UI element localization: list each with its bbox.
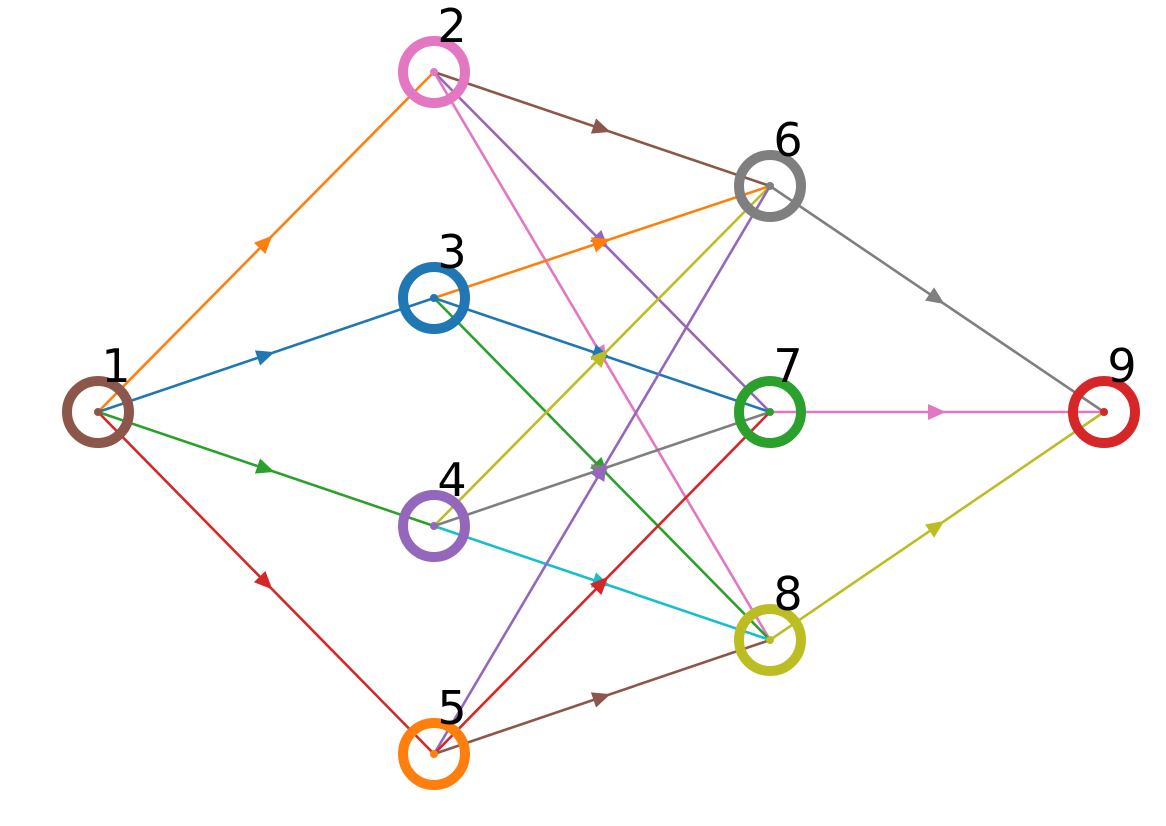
edges-layer: [97, 70, 1105, 756]
node-ring-1: [62, 376, 134, 448]
nodes-layer: 1 2 3 4 5 6 7 8 9: [62, 0, 1140, 790]
node-6: 6: [734, 113, 806, 222]
edge-arrow-2-6: [590, 118, 611, 134]
edge-arrow-8-9: [925, 520, 945, 538]
node-center-4: [430, 522, 438, 530]
node-label-6: 6: [773, 113, 802, 167]
edge-arrow-6-9: [925, 287, 945, 305]
edge-arrow-1-4: [254, 458, 275, 474]
edge-arrow-1-5: [253, 570, 273, 590]
node-center-3: [430, 294, 438, 302]
node-center-9: [1100, 408, 1108, 416]
node-2: 2: [398, 0, 470, 108]
node-center-8: [766, 636, 774, 644]
node-ring-6: [734, 150, 806, 222]
node-1: 1: [62, 339, 134, 448]
node-ring-8: [734, 604, 806, 676]
edge-arrow-1-2: [253, 235, 273, 255]
node-ring-9: [1068, 376, 1140, 448]
node-ring-3: [398, 262, 470, 334]
node-ring-4: [398, 490, 470, 562]
node-ring-7: [734, 376, 806, 448]
node-4: 4: [398, 453, 470, 562]
edge-arrow-3-6: [590, 237, 611, 253]
node-center-7: [766, 408, 774, 416]
node-9: 9: [1068, 339, 1140, 448]
node-center-5: [430, 750, 438, 758]
node-5: 5: [398, 681, 470, 790]
node-label-3: 3: [437, 225, 466, 279]
node-label-8: 8: [773, 567, 802, 621]
node-label-9: 9: [1107, 339, 1136, 393]
node-7: 7: [734, 339, 806, 448]
edge-arrow-5-7: [589, 576, 609, 596]
edge-arrow-5-8: [590, 692, 611, 708]
node-center-6: [766, 182, 774, 190]
node-ring-5: [398, 718, 470, 790]
node-center-2: [430, 68, 438, 76]
node-label-5: 5: [437, 681, 466, 735]
node-3: 3: [398, 225, 470, 334]
edge-arrow-7-9: [928, 404, 946, 420]
node-label-1: 1: [101, 339, 130, 393]
node-ring-2: [398, 36, 470, 108]
node-label-2: 2: [437, 0, 466, 53]
node-8: 8: [734, 567, 806, 676]
edge-arrow-5-6: [590, 462, 607, 482]
edge-arrow-1-3: [254, 350, 275, 366]
node-label-4: 4: [437, 453, 466, 507]
node-label-7: 7: [773, 339, 802, 393]
edge-arrow-4-6: [589, 349, 609, 369]
node-center-1: [94, 408, 102, 416]
